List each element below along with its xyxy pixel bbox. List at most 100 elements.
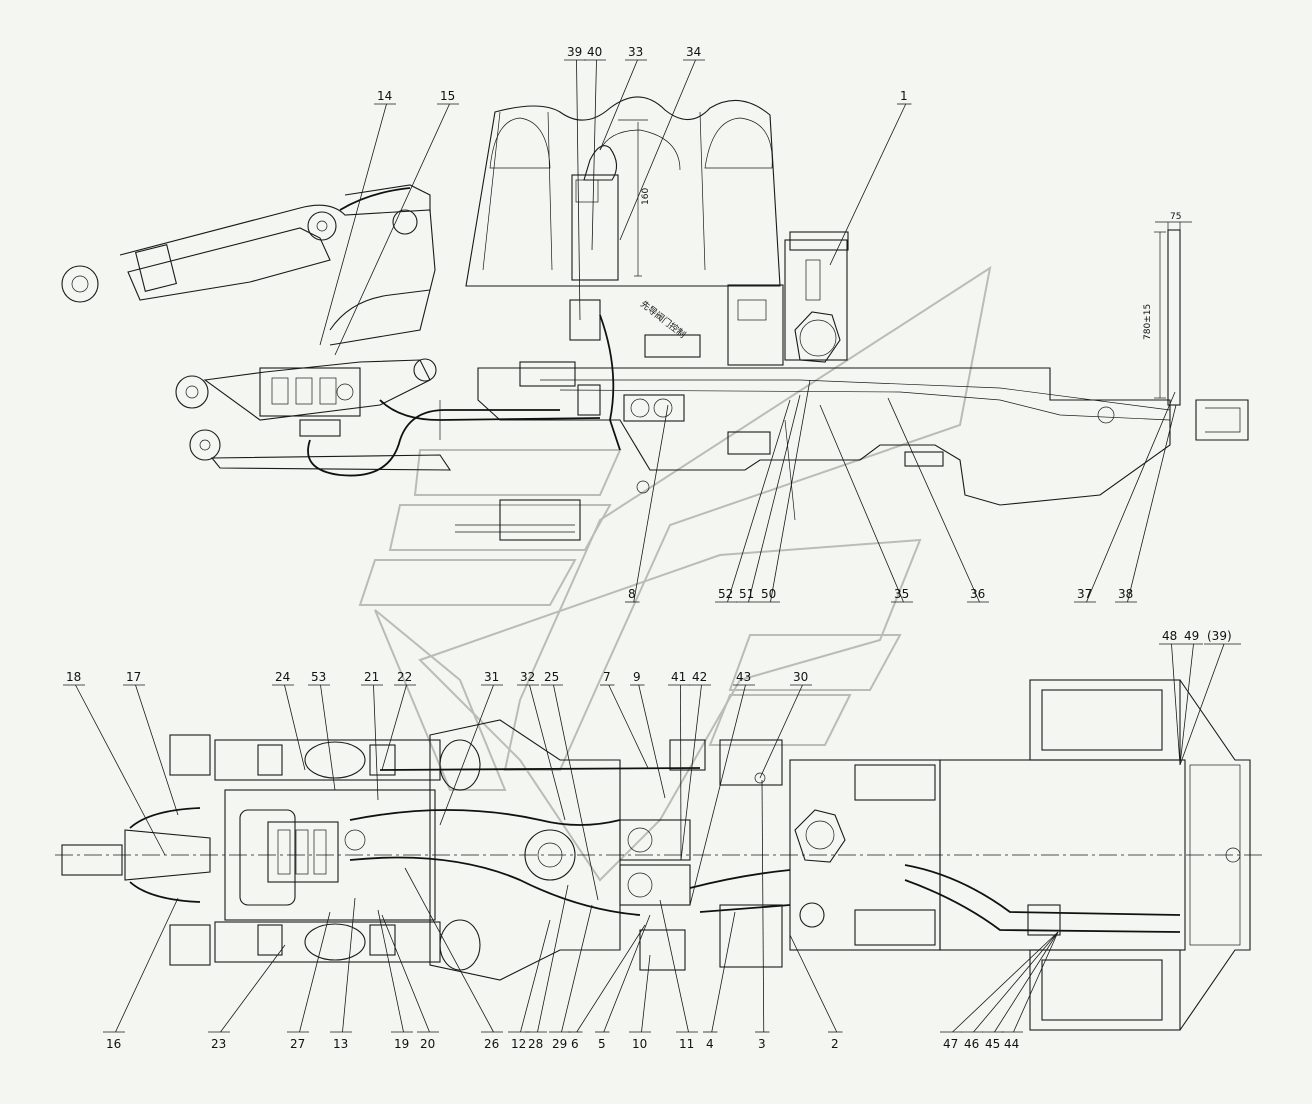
callout-leader-line	[759, 684, 803, 779]
callout-leader-line	[599, 59, 638, 151]
callout-leader-line	[75, 684, 166, 856]
callout-42-label: 42	[692, 670, 707, 684]
callout-38-label: 38	[1118, 587, 1133, 601]
callout-12-label: 12	[511, 1037, 526, 1051]
callout-leader-line	[284, 684, 306, 771]
callout-leader-line	[576, 924, 646, 1033]
callout-34-label: 34	[686, 45, 701, 59]
callout-leader-line	[973, 931, 1059, 1033]
watermark-chevrons	[358, 265, 992, 882]
callout-leader-line	[320, 684, 336, 791]
callout-47-label: 47	[943, 1037, 958, 1051]
callout-leader-line	[680, 684, 682, 861]
callout-leader-line	[711, 911, 736, 1033]
callout-17-label: 17	[126, 670, 141, 684]
callout-48-label: 48	[1162, 629, 1177, 643]
callout-leader-line	[334, 103, 450, 356]
callout-leader-line	[591, 59, 597, 251]
callout-39-label: (39)	[1207, 629, 1232, 643]
plan-view	[55, 679, 1262, 1031]
callout-20-label: 20	[420, 1037, 435, 1051]
callout-32-label: 32	[520, 670, 535, 684]
callout-26-label: 26	[484, 1037, 499, 1051]
callout-49-label: 49	[1184, 629, 1199, 643]
callout-leader-line	[1086, 391, 1176, 603]
callout-31-label: 31	[484, 670, 499, 684]
callout-leader-line	[748, 394, 801, 603]
callout-leader-line	[727, 399, 791, 603]
callout-leader-line	[537, 884, 569, 1033]
chinese-note-text: 先导阀门控制	[638, 298, 688, 341]
callout-leader-line	[994, 931, 1059, 1033]
callout-leader-line	[319, 103, 387, 346]
callout-leader-line	[342, 897, 356, 1033]
callout-41-label: 41	[671, 670, 686, 684]
callout-leader-line	[689, 684, 746, 906]
callout-leader-line	[1127, 404, 1177, 603]
callout-19-label: 19	[394, 1037, 409, 1051]
callout-leader-line	[1171, 643, 1181, 766]
callout-25-label: 25	[544, 670, 559, 684]
dimension-group: 75 780±15 160 先导阀门控制	[638, 188, 1181, 341]
callout-21-label: 21	[364, 670, 379, 684]
callout-16-label: 16	[106, 1037, 121, 1051]
callout-28-label: 28	[528, 1037, 543, 1051]
callout-leader-line	[819, 404, 904, 603]
callout-6-label: 6	[571, 1037, 579, 1051]
callout-1-label: 1	[900, 89, 908, 103]
callout-7-label: 7	[603, 670, 611, 684]
callout-52-label: 52	[718, 587, 733, 601]
callout-leader-line	[381, 684, 407, 771]
callout-10-label: 10	[632, 1037, 647, 1051]
callout-23-label: 23	[211, 1037, 226, 1051]
callout-29-label: 29	[552, 1037, 567, 1051]
callout-37-label: 37	[1077, 587, 1092, 601]
callout-3-label: 3	[758, 1037, 766, 1051]
callout-35-label: 35	[894, 587, 909, 601]
callout-39-label: 39	[567, 45, 582, 59]
callout-leader-line	[115, 897, 179, 1033]
callout-50-label: 50	[761, 587, 776, 601]
callout-leader-line	[603, 914, 651, 1033]
callout-45-label: 45	[985, 1037, 1000, 1051]
callout-36-label: 36	[970, 587, 985, 601]
callout-leader-line	[887, 397, 980, 603]
callout-13-label: 13	[333, 1037, 348, 1051]
callout-leader-line	[373, 684, 379, 801]
callout-46-label: 46	[964, 1037, 979, 1051]
callout-leader-line	[680, 684, 702, 861]
callout-leader-line	[789, 934, 838, 1033]
callout-33-label: 33	[628, 45, 643, 59]
callout-leader-line	[619, 59, 696, 241]
callout-leader-line	[220, 944, 286, 1033]
callout-27-label: 27	[290, 1037, 305, 1051]
callout-11-label: 11	[679, 1037, 694, 1051]
callout-44-label: 44	[1004, 1037, 1019, 1051]
callout-2-label: 2	[831, 1037, 839, 1051]
callout-leader-line	[529, 684, 566, 821]
callout-18-label: 18	[66, 670, 81, 684]
callout-leader-line	[1013, 931, 1059, 1033]
callout-leader-line	[1179, 643, 1194, 766]
callout-leader-line	[576, 59, 581, 321]
callout-8-label: 8	[628, 587, 636, 601]
callout-leader-line	[377, 909, 404, 1033]
dimension-780-text: 780±15	[1143, 304, 1153, 340]
callout-leader-line	[659, 899, 689, 1033]
callout-5-label: 5	[598, 1037, 606, 1051]
callout-leader-line	[1179, 643, 1225, 766]
callout-53-label: 53	[311, 670, 326, 684]
callout-4-label: 4	[706, 1037, 714, 1051]
callout-leader-line	[520, 919, 551, 1033]
callout-leader-line	[553, 684, 599, 901]
callout-40-label: 40	[587, 45, 602, 59]
callout-15-label: 15	[440, 89, 455, 103]
callout-leader-line	[829, 103, 907, 266]
callout-leader-line	[761, 779, 765, 1033]
callout-24-label: 24	[275, 670, 290, 684]
callout-leader-line	[381, 914, 430, 1033]
callout-leader-line	[439, 684, 494, 826]
callout-22-label: 22	[397, 670, 412, 684]
